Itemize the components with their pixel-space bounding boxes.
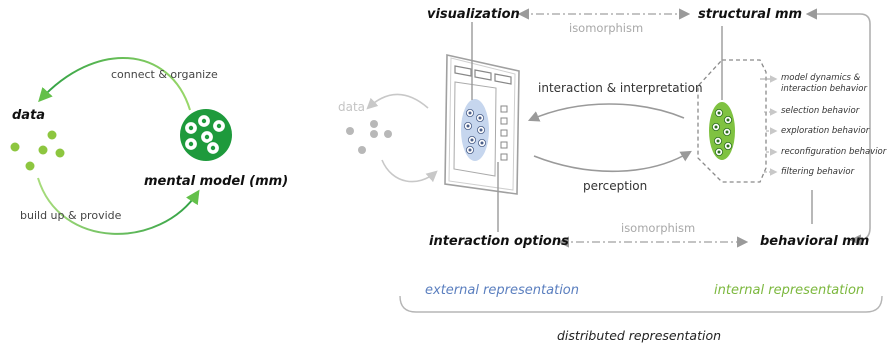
faded-data-loop-bottom bbox=[381, 159, 438, 183]
interaction-interpretation-arrow bbox=[527, 103, 685, 122]
mental-model-icon bbox=[180, 109, 232, 161]
outer-feedback-arrow bbox=[805, 8, 871, 246]
interaction-interpretation-label: interaction & interpretation bbox=[538, 81, 703, 95]
behavior-exploration: exploration behavior bbox=[781, 126, 870, 136]
faded-data-loop-top bbox=[366, 93, 429, 110]
isomorphism-bottom-label: isomorphism bbox=[621, 221, 696, 235]
connect-organize-label: connect & organize bbox=[111, 68, 218, 81]
external-representation-label: external representation bbox=[425, 283, 579, 298]
perception-arrow bbox=[533, 150, 692, 173]
data-points-left bbox=[10, 130, 65, 171]
build-up-provide-label: build up & provide bbox=[20, 209, 122, 222]
internal-mm-icon bbox=[697, 26, 767, 183]
structural-mm-label: structural mm bbox=[698, 7, 803, 22]
behavioral-mm-label: behavioral mm bbox=[760, 234, 870, 249]
faded-data-label: data bbox=[338, 100, 366, 114]
build-up-provide-arrow bbox=[37, 177, 200, 235]
visualization-screen-icon bbox=[444, 54, 520, 195]
internal-representation-label: internal representation bbox=[714, 283, 865, 298]
data-label: data bbox=[12, 108, 46, 123]
behavior-selection: selection behavior bbox=[781, 106, 860, 116]
behavior-model-dynamics: model dynamics & bbox=[781, 73, 861, 83]
perception-label: perception bbox=[583, 179, 648, 193]
behavior-arrows bbox=[760, 75, 778, 176]
faded-data-points bbox=[346, 120, 392, 154]
interaction-options-label: interaction options bbox=[429, 234, 569, 249]
connect-organize-arrow bbox=[38, 56, 191, 111]
mental-model-label: mental model (mm) bbox=[144, 174, 289, 189]
isomorphism-top-label: isomorphism bbox=[569, 21, 644, 35]
distributed-brace bbox=[399, 295, 883, 313]
behavior-interaction: interaction behavior bbox=[781, 84, 867, 94]
visualization-label: visualization bbox=[427, 7, 520, 22]
behavior-filtering: filtering behavior bbox=[781, 167, 855, 177]
behavior-reconfiguration: reconfiguration behavior bbox=[781, 147, 887, 157]
distributed-representation-label: distributed representation bbox=[557, 328, 722, 343]
